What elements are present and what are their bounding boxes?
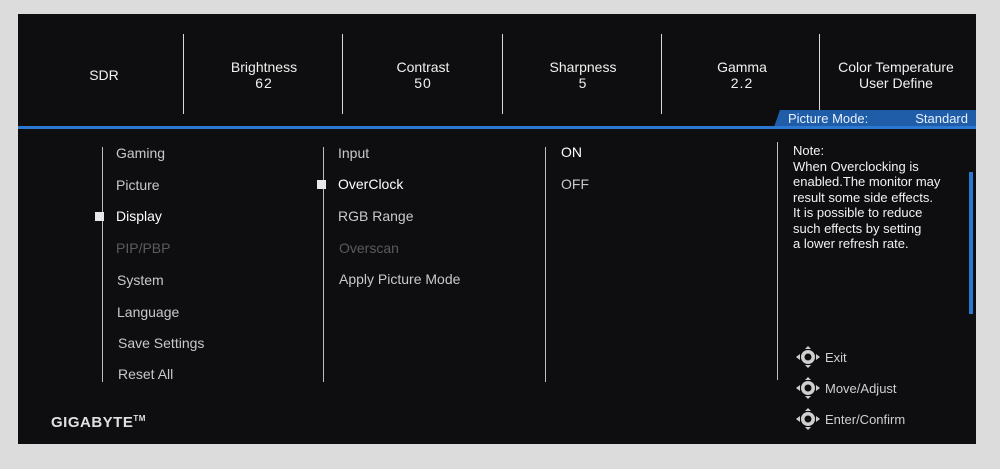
gamma-label: Gamma <box>717 59 767 75</box>
menu-item-display[interactable]: Display <box>116 208 162 224</box>
status-divider <box>819 34 820 114</box>
status-divider <box>342 34 343 114</box>
submenu-item-overclock[interactable]: OverClock <box>338 176 404 192</box>
brightness-value: 62 <box>255 75 273 91</box>
menu-item-picture[interactable]: Picture <box>116 177 160 193</box>
submenu-item-apply-picture-mode[interactable]: Apply Picture Mode <box>339 271 461 287</box>
menu-item-gaming[interactable]: Gaming <box>116 145 166 161</box>
color-temperature-value: User Define <box>859 75 933 91</box>
status-color-temperature: Color Temperature User Define <box>821 32 971 118</box>
contrast-value: 50 <box>414 75 432 91</box>
option-on[interactable]: ON <box>561 144 582 160</box>
note-line: When Overclocking is <box>793 158 919 174</box>
menu-item-save-settings[interactable]: Save Settings <box>118 335 205 351</box>
hint-exit-label: Exit <box>825 349 847 365</box>
selection-marker-icon <box>317 180 326 189</box>
joystick-press-icon <box>796 408 820 430</box>
sharpness-label: Sharpness <box>549 59 617 75</box>
color-temperature-label: Color Temperature <box>838 59 954 75</box>
menu-item-system[interactable]: System <box>117 272 164 288</box>
status-divider <box>183 34 184 114</box>
status-sharpness: Sharpness 5 <box>504 32 662 118</box>
submenu-item-rgb-range[interactable]: RGB Range <box>338 208 414 224</box>
note-line <box>777 142 778 380</box>
note-panel: Note: When Overclocking is enabled.The m… <box>793 143 963 252</box>
status-bar: SDR Brightness 62 Contrast 50 Sharpness … <box>18 32 976 118</box>
brand-name: GIGABYTE <box>51 414 134 431</box>
mode-value: SDR <box>89 67 119 83</box>
header-divider <box>18 126 976 129</box>
option-off[interactable]: OFF <box>561 176 589 192</box>
selection-marker-icon <box>95 212 104 221</box>
status-brightness: Brightness 62 <box>185 32 343 118</box>
hint-enter-confirm: Enter/Confirm <box>794 408 905 430</box>
status-contrast: Contrast 50 <box>344 32 502 118</box>
note-line: It is possible to reduce <box>793 205 923 220</box>
note-line: a lower refresh rate. <box>793 236 909 251</box>
hint-move-adjust: Move/Adjust <box>794 377 897 399</box>
submenu-item-input[interactable]: Input <box>338 145 370 161</box>
status-divider <box>502 34 503 114</box>
menu-item-pip-pbp[interactable]: PIP/PBP <box>116 240 171 256</box>
sub-menu-line <box>323 147 324 382</box>
picture-mode-label: Picture Mode: <box>788 111 869 126</box>
status-divider <box>661 34 662 114</box>
brand-logo: GIGABYTETM <box>51 414 146 431</box>
joystick-directions-icon <box>796 377 820 399</box>
sharpness-value: 5 <box>578 75 588 91</box>
submenu-item-overscan[interactable]: Overscan <box>339 240 399 256</box>
note-line: such effects by setting <box>793 220 922 236</box>
note-line: enabled.The monitor may <box>793 174 941 189</box>
brightness-label: Brightness <box>230 59 298 75</box>
picture-mode-value: Standard <box>915 111 968 126</box>
hint-move-label: Move/Adjust <box>825 380 897 396</box>
gamma-value: 2.2 <box>730 75 754 91</box>
brand-tm: TM <box>133 414 146 423</box>
hint-enter-label: Enter/Confirm <box>825 411 906 427</box>
menu-item-language[interactable]: Language <box>117 304 180 320</box>
note-line: result some side effects. <box>793 189 933 205</box>
options-line <box>545 147 546 382</box>
main-menu-line <box>102 147 103 382</box>
osd-panel: SDR Brightness 62 Contrast 50 Sharpness … <box>18 14 976 444</box>
status-mode: SDR <box>25 32 183 118</box>
note-title: Note: <box>793 143 825 158</box>
status-gamma: Gamma 2.2 <box>663 32 821 118</box>
picture-mode-tag: Picture Mode: Standard <box>774 110 976 127</box>
joystick-left-icon <box>796 346 820 368</box>
hint-exit: Exit <box>794 346 847 368</box>
contrast-label: Contrast <box>396 59 450 75</box>
note-scrollbar[interactable] <box>969 172 973 314</box>
menu-item-reset-all[interactable]: Reset All <box>118 366 174 382</box>
